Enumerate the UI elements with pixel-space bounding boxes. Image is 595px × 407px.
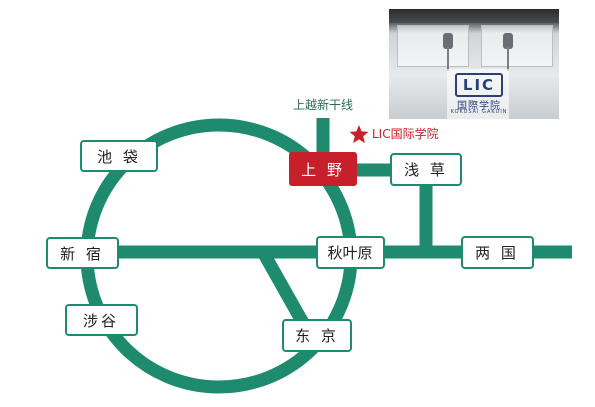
photo-window-right [481, 25, 553, 67]
station-tokyo-label: 东 京 [295, 327, 339, 345]
station-tokyo[interactable]: 东 京 [282, 319, 352, 352]
station-ryogoku[interactable]: 两 国 [461, 236, 534, 269]
lamp-arm [447, 47, 449, 71]
station-akihabara-label: 秋叶原 [327, 244, 372, 262]
station-ueno-label: 上 野 [301, 161, 345, 179]
station-ryogoku-label: 两 国 [475, 244, 519, 262]
lamp-icon [443, 33, 453, 49]
photo-logo: LIC [455, 73, 503, 97]
station-shinjuku-label: 新 宿 [60, 245, 104, 263]
marker-label: LIC国际学院 [372, 126, 439, 141]
photo-logo-sub: KOKUSAI GAKUIN [450, 109, 508, 115]
chuo-line [257, 248, 313, 334]
station-shinjuku[interactable]: 新 宿 [46, 237, 119, 269]
photo-logo-name: 国際学院 [457, 101, 501, 112]
star-icon [349, 125, 369, 144]
station-shibuya[interactable]: 涉谷 [65, 304, 138, 336]
station-asakusa-label: 浅 草 [404, 161, 448, 179]
shinkansen-label: 上越新干线 [293, 97, 353, 112]
photo-roof-frame [389, 9, 559, 23]
station-shibuya-label: 涉谷 [83, 312, 119, 330]
station-asakusa[interactable]: 浅 草 [390, 153, 462, 186]
lamp-arm [507, 47, 509, 71]
station-ikebukuro-label: 池 袋 [97, 148, 141, 166]
photo-window-left [397, 25, 469, 67]
station-ueno[interactable]: 上 野 [289, 152, 357, 186]
building-photo: LIC 国際学院 KOKUSAI GAKUIN [389, 9, 559, 119]
station-ikebukuro[interactable]: 池 袋 [80, 140, 158, 172]
station-akihabara[interactable]: 秋叶原 [316, 236, 385, 269]
lamp-icon [503, 33, 513, 49]
